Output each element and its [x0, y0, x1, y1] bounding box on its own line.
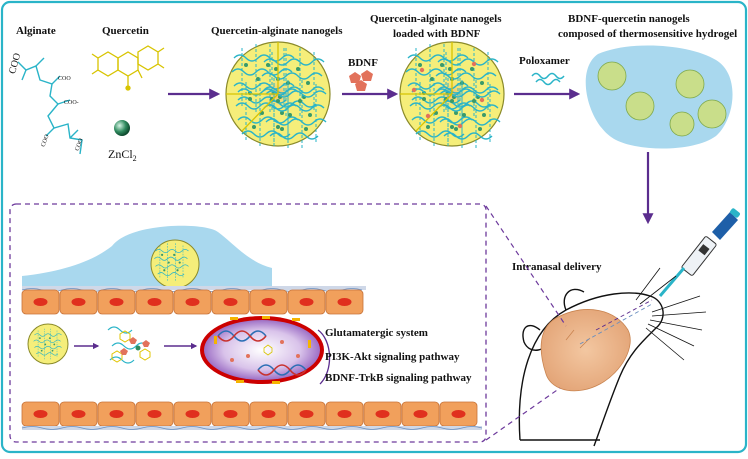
alginate-label: Alginate [16, 25, 56, 37]
cell-nucleus [413, 410, 428, 418]
cell-nucleus [147, 298, 162, 306]
cell-nucleus [223, 298, 238, 306]
coo-label-2: COO [58, 76, 71, 82]
mechanism-panel [9, 203, 487, 443]
cell-nucleus [261, 298, 276, 306]
pathway-glutamatergic: Glutamatergic system [325, 327, 428, 339]
released-components [107, 326, 151, 364]
hydrogel-title-line1: BDNF-quercetin nanogels [568, 13, 690, 25]
delivery-path [579, 299, 653, 345]
epithelium-bottom [21, 401, 483, 430]
epithelium-top [21, 286, 366, 315]
bdnf-label: BDNF [348, 57, 378, 69]
mouse-brain [540, 309, 631, 392]
cell-nucleus [185, 410, 200, 418]
coo-label-3: COO [41, 133, 51, 148]
nanogel-sphere [225, 41, 331, 149]
cell-nucleus [375, 410, 390, 418]
pathway-bdnf-trkb: BDNF-TrkB signaling pathway [325, 372, 472, 384]
cell-nucleus [337, 410, 352, 418]
zinc-sphere-icon [114, 120, 130, 136]
pipette-icon [658, 208, 740, 297]
cell-nucleus [299, 410, 314, 418]
cell-nucleus [109, 410, 124, 418]
mouse-icon [518, 267, 707, 447]
cell-nucleus [299, 298, 314, 306]
hydrogel-layer [22, 225, 272, 286]
intranasal-label: Intranasal delivery [512, 261, 602, 273]
loaded-nanogel-sphere [399, 41, 505, 149]
cell-nucleus [451, 410, 466, 418]
nanogel-on-epithelium [150, 239, 200, 289]
coo-minus-label: COO- [64, 100, 79, 106]
hydrogel-blob [585, 45, 733, 149]
nanogel-small [27, 323, 69, 365]
zoom-line-bottom [485, 387, 561, 441]
coo-label-1: COO [7, 52, 23, 75]
cell-nucleus [71, 410, 86, 418]
bdnf-pentagon-icon [349, 70, 373, 91]
quercetin-label: Quercetin [102, 25, 149, 37]
hydrogel-title-line2: composed of thermosensitive hydrogel [558, 28, 737, 40]
cell-nucleus [109, 298, 124, 306]
alginate-structure-icon: COO COO COO- COO COO [7, 52, 85, 155]
cell-nucleus [261, 410, 276, 418]
nanogel-title: Quercetin-alginate nanogels [211, 25, 343, 37]
pathway-pi3k-akt: PI3K-Akt signaling pathway [325, 351, 460, 363]
cell-nucleus [185, 298, 200, 306]
cell-nucleus [33, 298, 48, 306]
pathway-bracket [317, 329, 331, 385]
cell-nucleus [33, 410, 48, 418]
quercetin-structure-icon [91, 45, 165, 91]
cell-nucleus [147, 410, 162, 418]
coo-label-4: COO [75, 137, 85, 152]
dna-helix-icon [217, 330, 267, 342]
zncl2-label: ZnCl2 [108, 147, 137, 163]
loaded-title-line1: Quercetin-alginate nanogels [370, 13, 502, 25]
cell-nucleus [71, 298, 86, 306]
cell-nucleus [337, 298, 352, 306]
poloxamer-label: Poloxamer [519, 55, 570, 67]
loaded-title-line2: loaded with BDNF [393, 28, 481, 40]
neuron-cell-cross-section [200, 316, 324, 384]
cell-nucleus [223, 410, 238, 418]
poloxamer-squiggle-icon [531, 72, 565, 80]
zoom-line-top [485, 205, 567, 327]
